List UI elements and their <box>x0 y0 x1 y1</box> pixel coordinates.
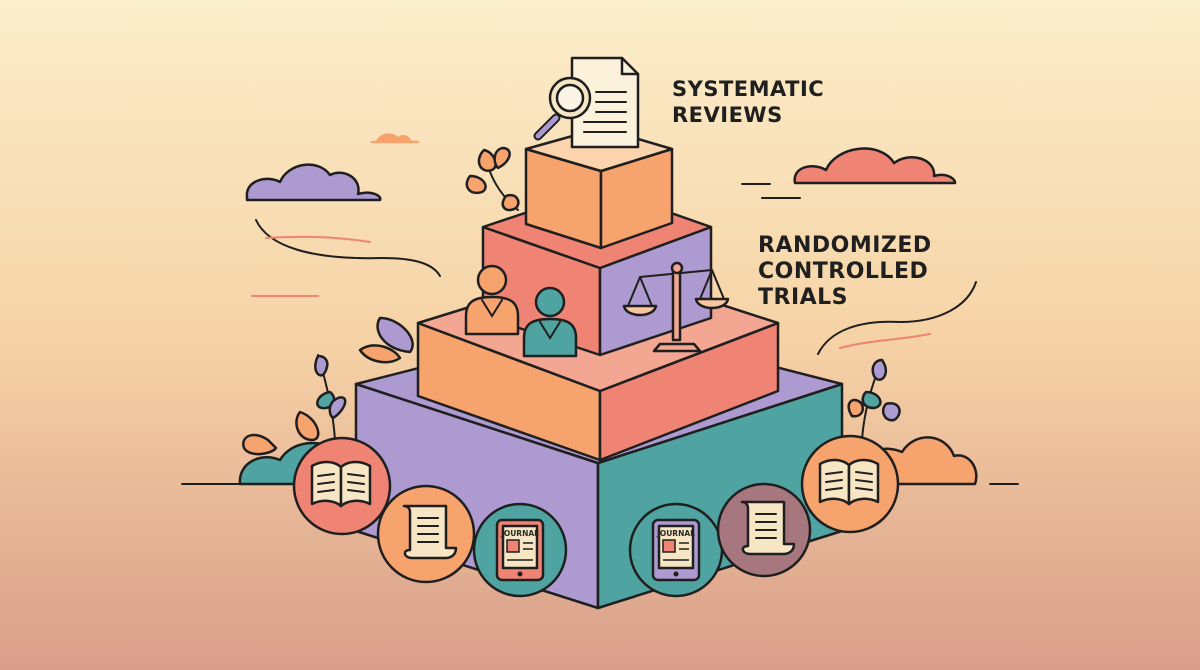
scroll-icon <box>740 500 796 556</box>
label-line: TRIALS <box>758 285 848 310</box>
badge-book-left <box>292 436 392 536</box>
journal-tablet-icon: JOURNAL <box>495 518 545 582</box>
open-book-icon <box>310 460 372 508</box>
label-line: RANDOMIZED <box>758 233 932 258</box>
motion-swoosh-right <box>817 281 977 355</box>
cloud-icon-right <box>741 147 957 199</box>
journal-tablet-icon: JOURNAL <box>651 518 701 582</box>
badge-journal-right: JOURNAL <box>628 502 724 598</box>
leaf-sprig-icon-right <box>847 358 901 441</box>
label-line: SYSTEMATIC <box>672 77 824 101</box>
motion-swoosh-left <box>251 219 441 297</box>
badge-scroll-right <box>716 482 812 578</box>
leaf-sprig-icon-top <box>465 146 520 212</box>
journal-label: JOURNAL <box>656 529 695 538</box>
label-randomized-controlled-trials: RANDOMIZED CONTROLLED TRIALS <box>758 233 932 310</box>
cloud-icon-left <box>245 163 382 202</box>
scales-of-justice-icon <box>622 261 730 353</box>
journal-label: JOURNAL <box>500 529 539 538</box>
badge-journal-left: JOURNAL <box>472 502 568 598</box>
label-line: REVIEWS <box>672 103 783 127</box>
magnifier-document-icon <box>533 56 640 149</box>
badge-book-right <box>800 434 900 534</box>
cloud-icon-small <box>370 133 420 144</box>
person-icon-orange <box>464 264 520 336</box>
label-systematic-reviews: SYSTEMATIC REVIEWS <box>672 77 824 127</box>
open-book-icon <box>818 458 880 506</box>
badge-scroll-left <box>376 484 476 584</box>
scroll-icon <box>402 504 458 560</box>
person-icon-teal <box>522 286 578 358</box>
leaf-sprig-icon-left <box>242 354 347 456</box>
leaf-sprig-icon-mid <box>358 316 414 364</box>
label-line: CONTROLLED <box>758 259 928 284</box>
